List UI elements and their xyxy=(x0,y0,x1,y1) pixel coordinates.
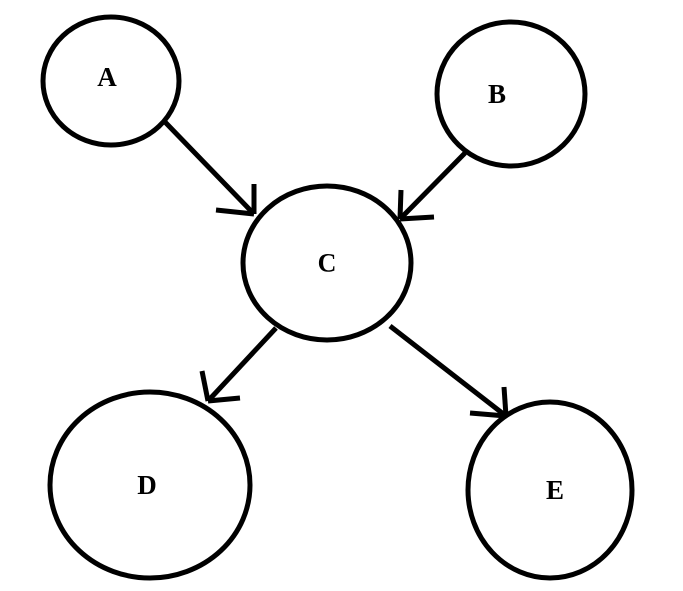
edges-layer xyxy=(163,120,509,419)
edge-c-e[interactable] xyxy=(388,324,509,419)
nodes-layer: A B C D E xyxy=(40,14,635,581)
edge-c-d-arrowhead-barb-vertical xyxy=(199,370,211,402)
node-d[interactable]: D xyxy=(47,389,253,581)
edge-c-d[interactable] xyxy=(199,326,278,404)
edge-a-c[interactable] xyxy=(163,120,257,217)
edge-c-e-line xyxy=(388,324,508,418)
node-d-label: D xyxy=(137,470,157,500)
node-a-label: A xyxy=(97,62,117,92)
edge-b-c-arrowhead-barb-horizontal xyxy=(399,214,435,222)
edge-b-c-arrowhead-barb-vertical xyxy=(397,189,404,220)
node-b[interactable]: B xyxy=(434,19,588,169)
edge-c-d-line xyxy=(206,326,278,403)
node-b-ellipse xyxy=(434,19,588,169)
node-a[interactable]: A xyxy=(40,14,182,148)
edge-c-e-arrowhead-barb-vertical xyxy=(501,386,509,417)
node-e-label: E xyxy=(546,475,564,505)
edge-c-d-arrowhead-barb-horizontal xyxy=(207,395,241,404)
edge-b-c[interactable] xyxy=(397,151,467,222)
node-c-label: C xyxy=(318,249,337,278)
node-c[interactable]: C xyxy=(240,183,414,343)
node-a-ellipse xyxy=(40,14,182,148)
node-d-ellipse xyxy=(47,389,253,581)
node-e-ellipse xyxy=(465,399,635,581)
node-e[interactable]: E xyxy=(465,399,635,581)
edge-a-c-arrowhead-barb-horizontal xyxy=(215,207,255,217)
edge-b-c-line xyxy=(398,151,467,221)
node-c-ellipse xyxy=(240,183,414,343)
edge-a-c-line xyxy=(163,120,256,216)
edge-c-e-arrowhead-barb-horizontal xyxy=(469,410,507,419)
node-b-label: B xyxy=(488,79,506,109)
